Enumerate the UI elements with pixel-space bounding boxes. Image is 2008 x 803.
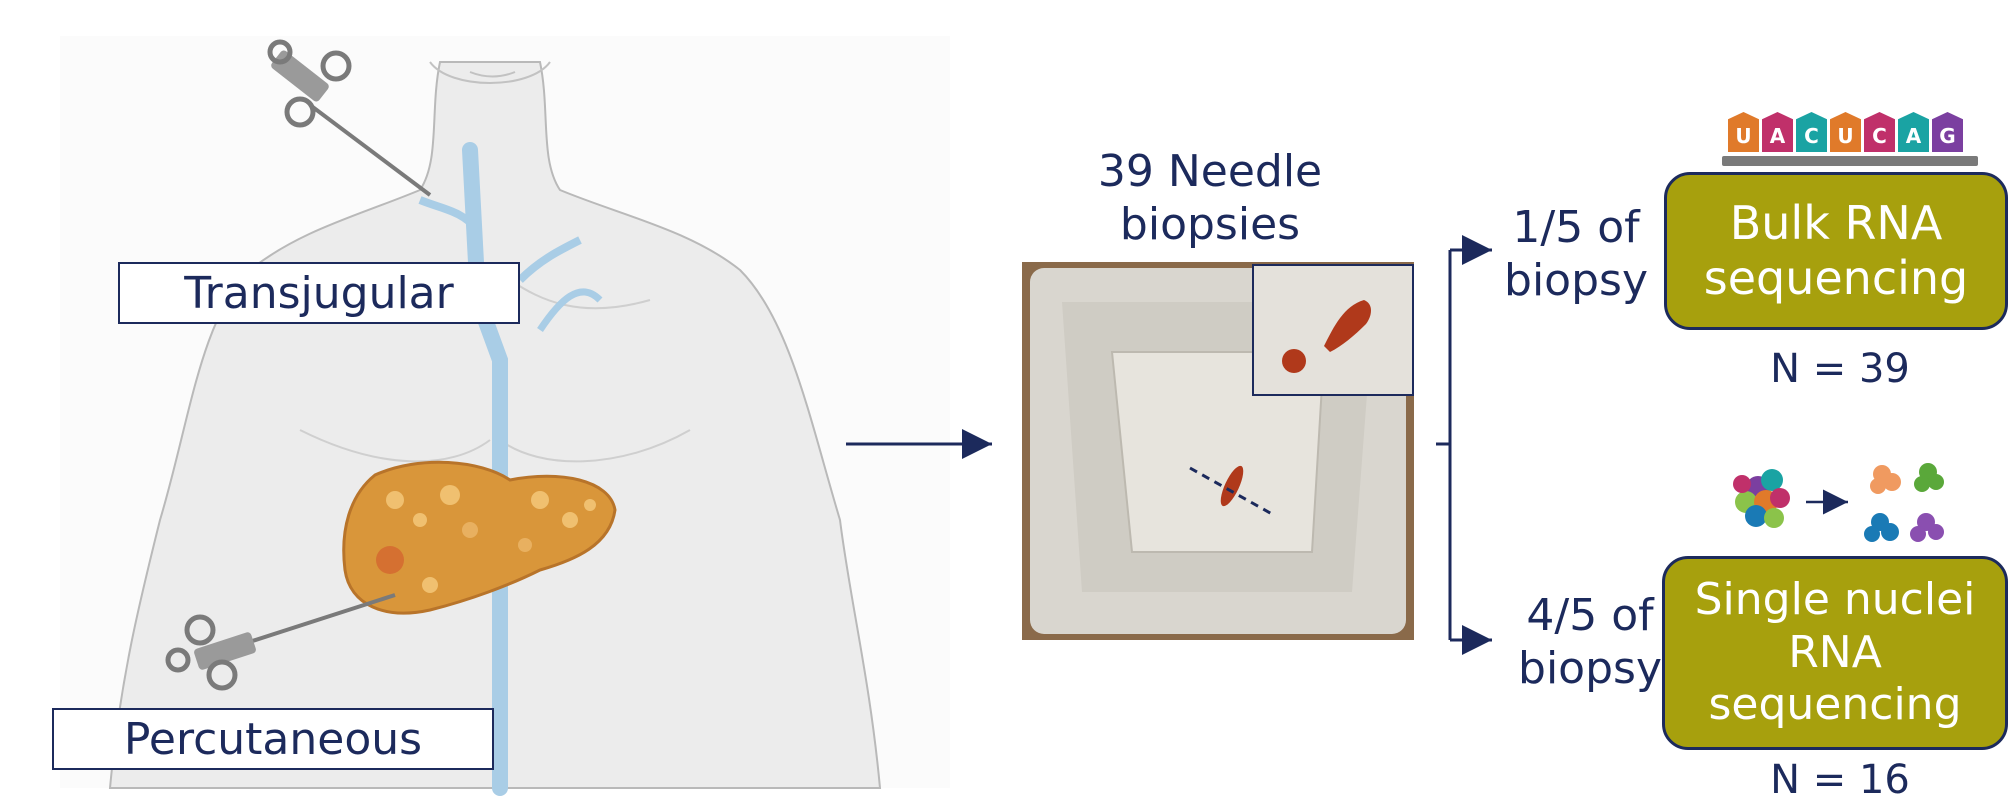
biopsy-zoom-inset [1252, 264, 1414, 396]
single-nuclei-box: Single nuclei RNA sequencing [1662, 556, 2008, 750]
single-nuclei-line1: Single nuclei [1695, 574, 1976, 627]
bulk-rna-line2: sequencing [1704, 251, 1969, 306]
biopsies-title-line1: 39 Needle [1060, 146, 1360, 199]
sequence-letter: U [1728, 112, 1759, 152]
branch-2-fraction-line1: 4/5 of [1500, 590, 1680, 643]
percutaneous-label: Percutaneous [52, 708, 494, 770]
bulk-rna-line1: Bulk RNA [1730, 196, 1943, 251]
sequence-letter: C [1864, 112, 1895, 152]
branch-2-fraction: 4/5 of biopsy [1500, 590, 1680, 696]
sequence-letter: U [1830, 112, 1861, 152]
sequence-letter: A [1898, 112, 1929, 152]
single-nuclei-line2: RNA [1788, 627, 1882, 680]
single-nuclei-n-label: N = 16 [1740, 760, 1940, 800]
sequence-letter: A [1762, 112, 1793, 152]
sequence-letter: G [1932, 112, 1963, 152]
cell-cluster-icon [1733, 469, 1790, 528]
single-nuclei-line3: sequencing [1709, 679, 1962, 732]
sequence-letter: C [1796, 112, 1827, 152]
biopsies-title-line2: biopsies [1060, 199, 1360, 252]
bulk-n-label: N = 39 [1740, 346, 1940, 392]
biopsies-title: 39 Needle biopsies [1060, 146, 1360, 252]
anatomy-illustration [0, 0, 960, 788]
bulk-rna-box: Bulk RNA sequencing [1664, 172, 2008, 330]
transjugular-label: Transjugular [118, 262, 520, 324]
branch-1-fraction: 1/5 of biopsy [1486, 202, 1666, 308]
separated-nuclei-icon [1864, 463, 1944, 542]
nuclei-dissociation-icon [1722, 458, 1942, 546]
branch-1-fraction-line1: 1/5 of [1486, 202, 1666, 255]
branch-2-fraction-line2: biopsy [1500, 643, 1680, 696]
branch-1-fraction-line2: biopsy [1486, 255, 1666, 308]
